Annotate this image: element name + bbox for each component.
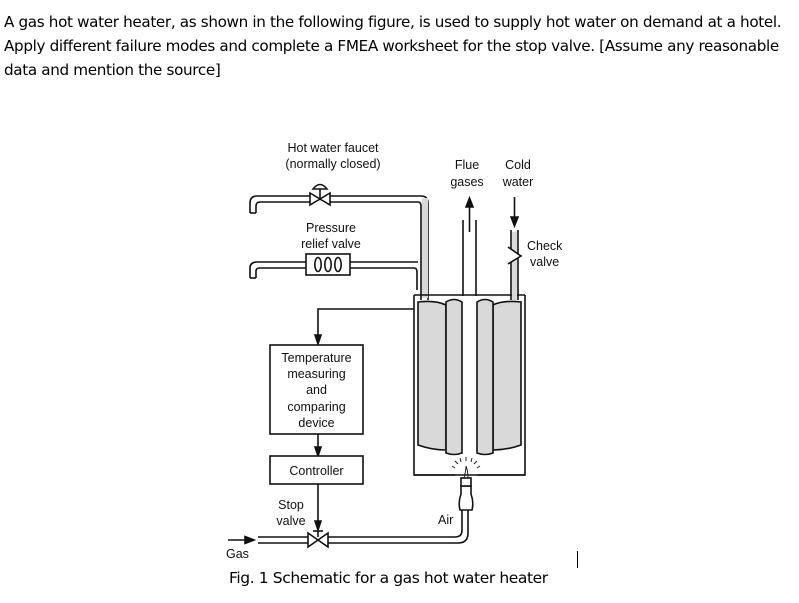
stop-valve-label: Stop <box>278 498 304 512</box>
stop-valve-label-2: valve <box>276 514 305 528</box>
temperature-device-label-2: measuring <box>287 367 345 381</box>
figure-caption: Fig. 1 Schematic for a gas hot water hea… <box>229 569 548 587</box>
check-valve-label: Check <box>527 239 563 253</box>
flue-arrow-icon <box>464 195 475 232</box>
gas-arrow-icon <box>228 535 257 545</box>
water-tank <box>413 294 526 476</box>
temperature-device-label-5: device <box>298 416 334 430</box>
pressure-relief-label: Pressure <box>306 221 356 235</box>
temperature-device-label-1: Temperature <box>281 351 351 365</box>
flue-pipe <box>462 220 477 296</box>
gas-pipe <box>258 510 469 544</box>
flue-gases-label: Flue <box>455 158 479 172</box>
sensor-line <box>313 308 414 347</box>
controller-box <box>269 455 364 485</box>
text-cursor <box>577 551 578 568</box>
hot-water-faucet-label-2: (normally closed) <box>285 157 380 171</box>
cold-water-label-2: water <box>502 175 534 189</box>
stop-valve-icon <box>307 531 329 549</box>
temp-to-controller-arrow <box>313 434 323 459</box>
flame-icon <box>451 457 481 479</box>
cold-water-label: Cold <box>505 158 531 172</box>
cold-water-pipe <box>510 230 519 300</box>
pressure-relief-label-2: relief valve <box>301 237 361 251</box>
hot-water-faucet-label: Hot water faucet <box>287 141 379 155</box>
cold-water-arrow-icon <box>509 197 520 229</box>
hot-water-pipe <box>249 195 429 300</box>
temperature-device-box <box>269 344 364 435</box>
pressure-relief-valve-icon <box>305 253 351 276</box>
controller-to-valve-line <box>313 484 323 537</box>
check-valve-icon <box>507 246 523 265</box>
flue-gases-label-2: gases <box>450 175 483 189</box>
temperature-device-label-4: comparing <box>287 400 345 414</box>
temperature-device-label-3: and <box>306 383 327 397</box>
question-text: A gas hot water heater, as shown in the … <box>4 13 782 79</box>
gas-label: Gas <box>226 547 249 561</box>
pressure-relief-pipe <box>249 261 418 290</box>
air-label: Air <box>438 513 453 527</box>
check-valve-label-2: valve <box>530 255 559 269</box>
hot-water-faucet-icon <box>309 183 331 207</box>
controller-label: Controller <box>289 464 343 478</box>
burner <box>458 477 474 511</box>
